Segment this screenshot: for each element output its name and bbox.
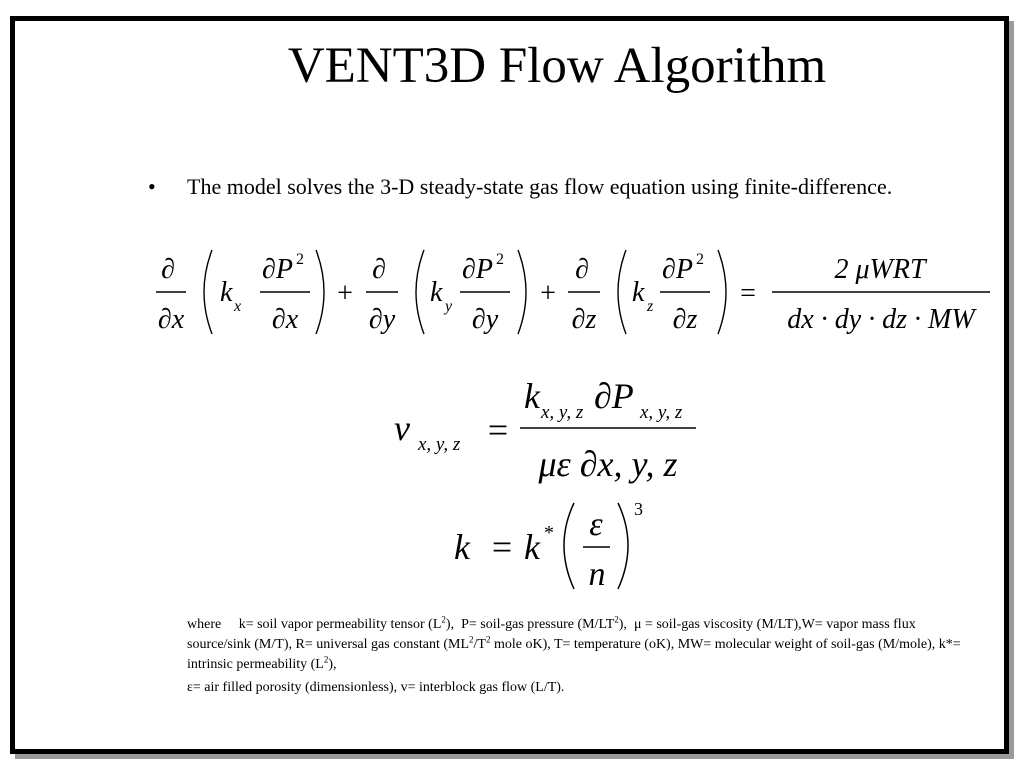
perm-star: *: [544, 522, 554, 544]
partial-den-z: ∂z: [572, 304, 597, 335]
equals-sign: =: [492, 527, 512, 567]
def-p-close: ),: [618, 617, 627, 632]
sup: 2: [469, 634, 474, 645]
coef-ky-sub: y: [443, 298, 453, 315]
velocity-equation: v x, y, z = k x, y, z ∂P x, y, z με ∂x, …: [394, 376, 696, 484]
plus-sign: +: [540, 278, 556, 309]
paren-right: [315, 249, 325, 335]
dP2-den-x: ∂x: [272, 304, 299, 335]
def-k-close: ),: [445, 617, 455, 632]
equals-sign: =: [740, 278, 756, 309]
perm-kstar: k: [524, 527, 541, 567]
velocity-denominator: με ∂x, y, z: [537, 444, 677, 484]
rhs-denominator: dx · dy · dz · MW: [787, 304, 977, 335]
dP2-den-y: ∂y: [472, 304, 499, 335]
velocity-num-k-sub: x, y, z: [540, 402, 584, 423]
sup: 2: [614, 614, 619, 625]
def-r-mid: /T: [473, 637, 486, 652]
paren-left: [415, 249, 425, 335]
coef-kz-sub: z: [646, 298, 654, 315]
def-mu: μ = soil-gas viscosity (M/LT),W=: [633, 617, 823, 632]
def-t-mw: mole oK), T= temperature (oK), MW=: [490, 637, 712, 652]
def-k: k= soil vapor permeability tensor (L: [238, 617, 442, 632]
coef-kz: k: [632, 277, 645, 308]
velocity-symbol: v: [394, 408, 410, 448]
permeability-equation: k = k * ε n 3: [454, 499, 643, 593]
definitions-block: where k= soil vapor permeability tensor …: [187, 615, 977, 698]
velocity-num-k: k: [524, 376, 541, 416]
definitions-text: where k= soil vapor permeability tensor …: [187, 615, 977, 675]
sup: 2: [441, 614, 446, 625]
paren-right: [517, 249, 527, 335]
paren-right: [717, 249, 727, 335]
coef-kx: k: [220, 277, 233, 308]
dP2-num-y: ∂P: [462, 254, 493, 285]
bullet-text: The model solves the 3-D steady-state ga…: [187, 174, 893, 199]
partial-num-y: ∂: [372, 254, 386, 285]
velocity-subscript: x, y, z: [417, 434, 461, 455]
paren-left: [203, 249, 213, 335]
flow-equation: ∂ ∂x k x ∂P 2 ∂x + ∂ ∂y k y ∂P 2 ∂y + ∂ …: [156, 249, 990, 335]
def-kstar-close: ),: [328, 657, 337, 672]
partial-den-x: ∂x: [158, 304, 185, 335]
paren-left: [563, 502, 575, 590]
dP2-num-x: ∂P: [262, 254, 293, 285]
rhs-numerator: 2 μWRT: [834, 254, 927, 285]
velocity-num-dP: ∂P: [594, 376, 634, 416]
coef-kx-sub: x: [233, 298, 241, 315]
dP2-sq-y: 2: [496, 251, 504, 268]
plus-sign: +: [337, 278, 353, 309]
paren-right: [617, 502, 629, 590]
dP2-num-z: ∂P: [662, 254, 693, 285]
perm-epsilon: ε: [589, 506, 603, 543]
perm-n: n: [589, 556, 606, 593]
partial-num-z: ∂: [575, 254, 589, 285]
dP2-sq-x: 2: [296, 251, 304, 268]
slide-frame: [10, 16, 1009, 754]
slide-title: VENT3D Flow Algorithm: [287, 38, 827, 94]
dP2-sq-z: 2: [696, 251, 704, 268]
perm-cube: 3: [634, 499, 643, 519]
sup: 2: [323, 654, 329, 665]
paren-left: [617, 249, 627, 335]
bullet-dot-icon: •: [148, 174, 156, 199]
definitions-last-line: ε= air filled porosity (dimensionless), …: [187, 680, 565, 695]
equals-sign: =: [488, 410, 508, 450]
perm-k: k: [454, 527, 471, 567]
sup: 2: [485, 634, 491, 645]
def-p: P= soil-gas pressure (M/LT: [461, 617, 615, 632]
def-w-r: vapor mass flux source/sink (M/T), R= un…: [187, 617, 916, 652]
def-mw-kstar: molecular weight of soil-gas (M/mole), k…: [187, 637, 961, 672]
coef-ky: k: [430, 277, 443, 308]
velocity-num-dP-sub: x, y, z: [639, 402, 683, 423]
dP2-den-z: ∂z: [673, 304, 698, 335]
partial-num-x: ∂: [161, 254, 175, 285]
where-label: where: [187, 617, 222, 632]
partial-den-y: ∂y: [369, 304, 396, 335]
